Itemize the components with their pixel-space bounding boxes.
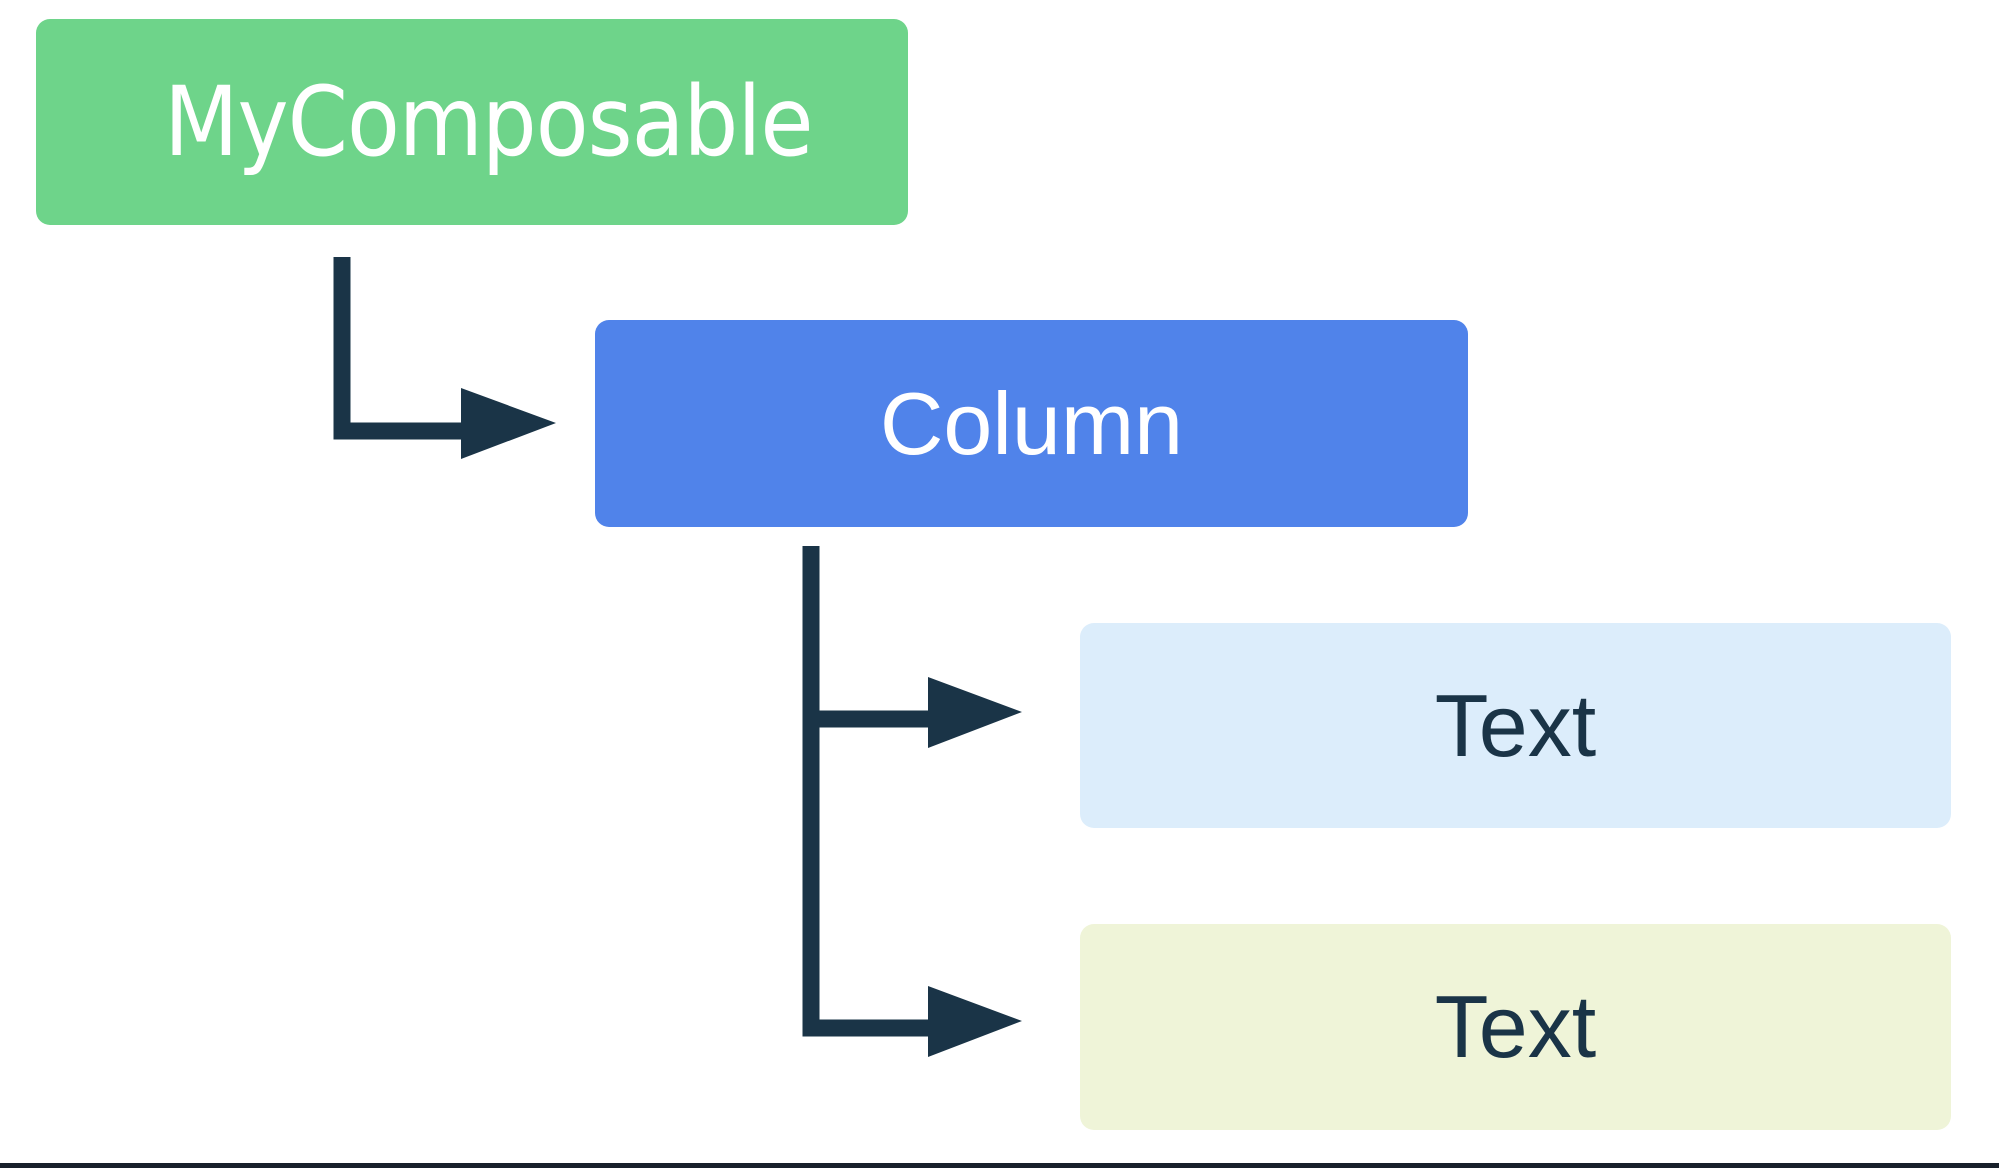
edge-root-to-column (333, 257, 556, 459)
arrowhead-icon (461, 388, 556, 459)
node-text-1-label: Text (1434, 675, 1597, 775)
node-text-1[interactable]: Text (1080, 623, 1951, 828)
edge-column-to-text-2 (802, 719, 1022, 1057)
node-mycomposable-label: MyComposable (164, 66, 814, 178)
arrowhead-icon (928, 986, 1022, 1057)
node-mycomposable[interactable]: MyComposable (36, 19, 908, 225)
node-column-label: Column (879, 373, 1184, 473)
baseline-divider (0, 1163, 1999, 1168)
node-text-2-label: Text (1434, 977, 1597, 1076)
node-text-2[interactable]: Text (1080, 924, 1951, 1130)
node-column[interactable]: Column (595, 320, 1468, 527)
edge-column-to-text-1 (802, 546, 1022, 748)
arrowhead-icon (928, 677, 1022, 748)
